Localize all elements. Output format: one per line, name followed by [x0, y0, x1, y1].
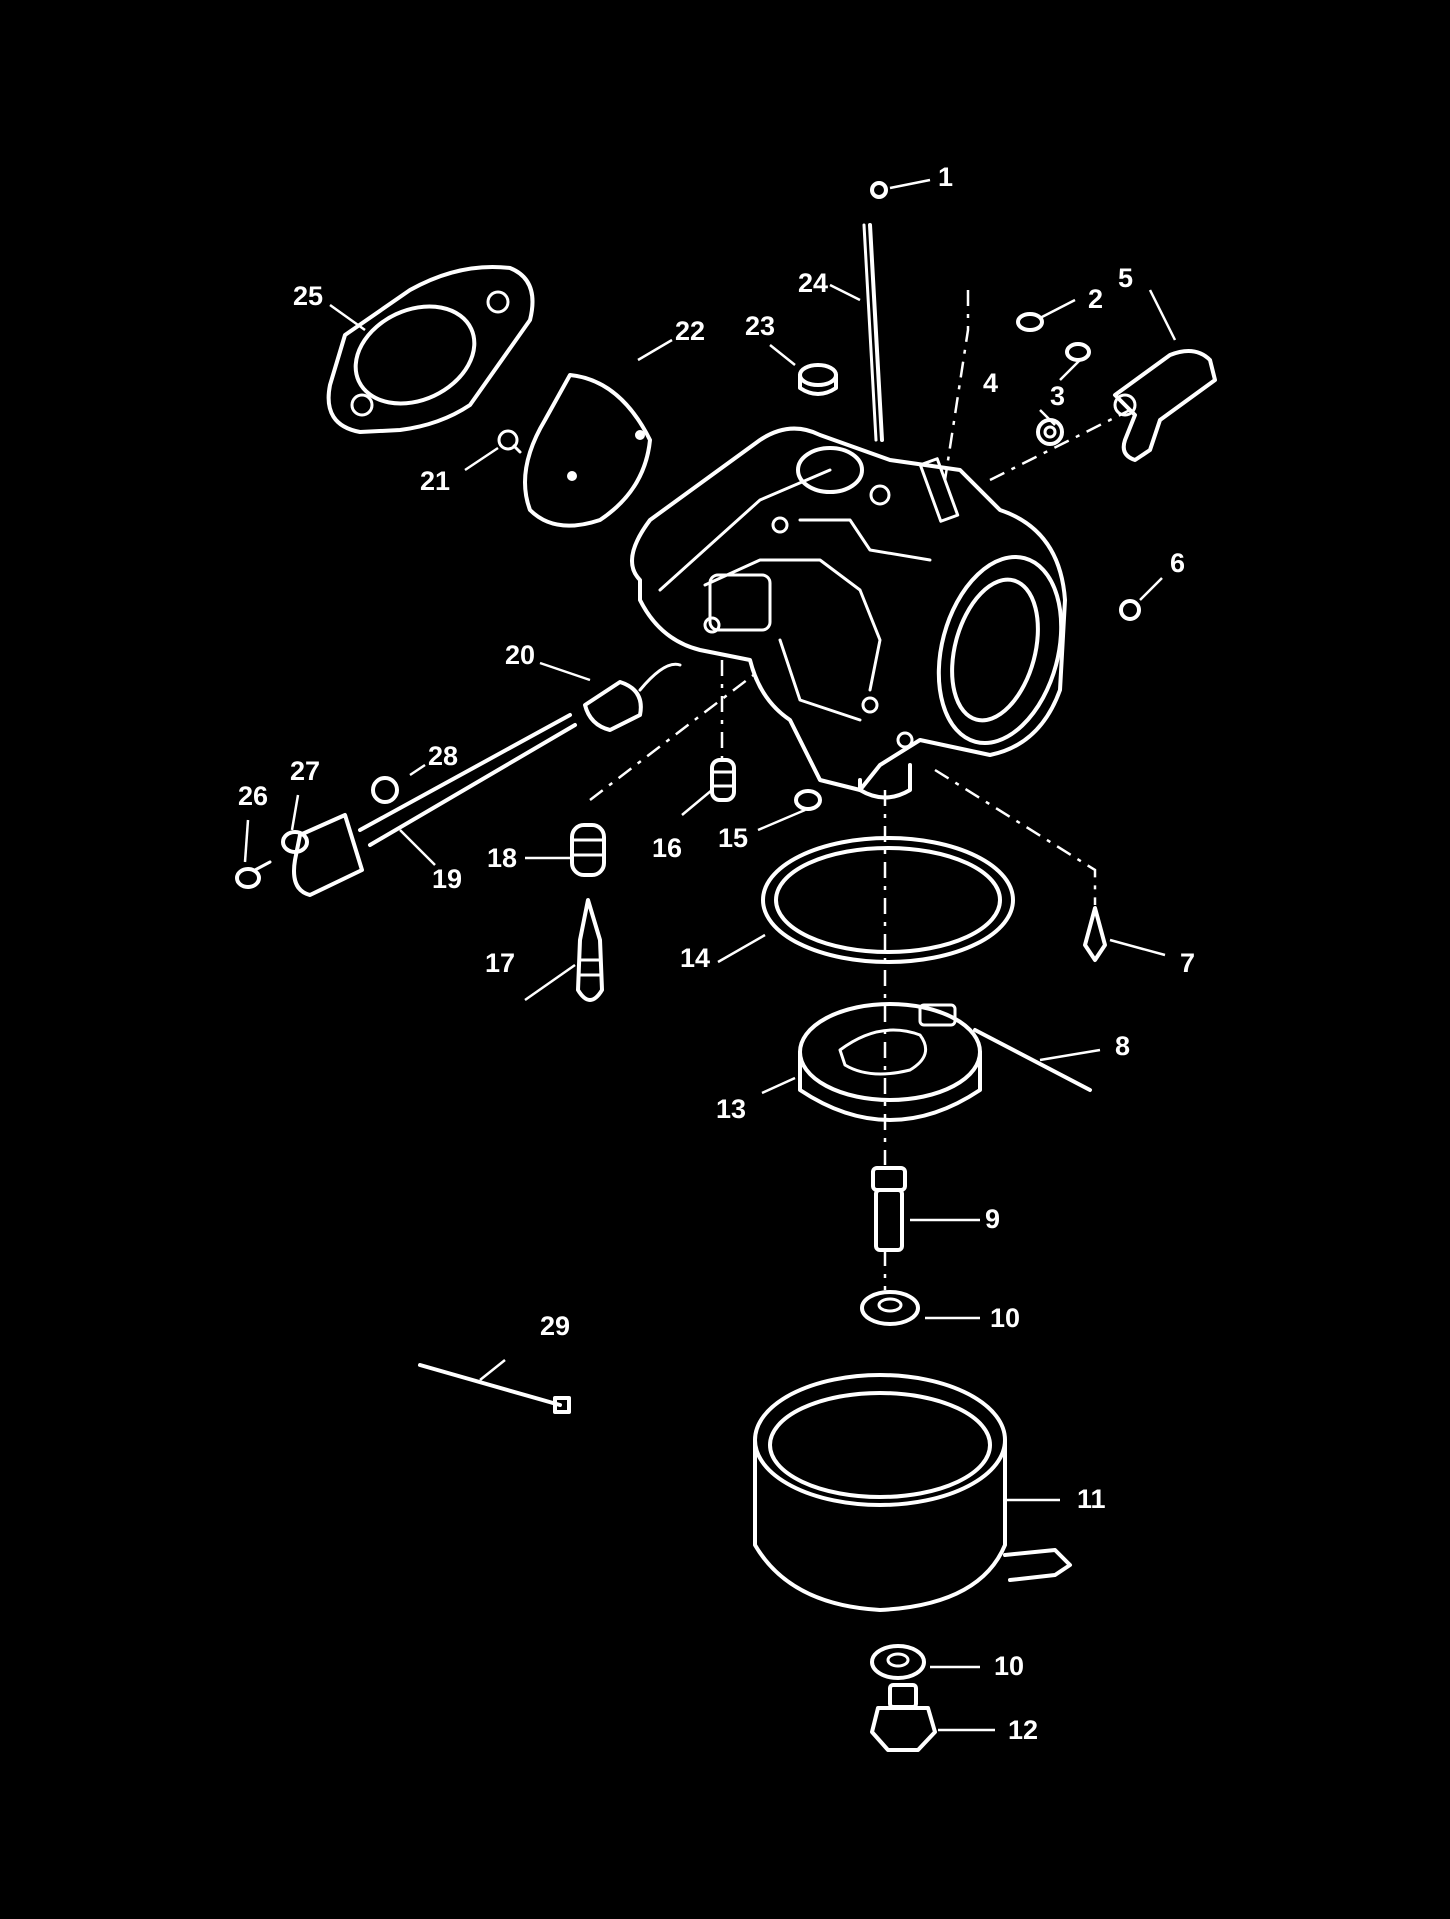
callout-1: 1: [938, 162, 953, 192]
callout-11: 11: [1077, 1484, 1106, 1514]
callout-12: 12: [1008, 1715, 1038, 1745]
callout-19: 19: [432, 864, 462, 894]
callout-6: 6: [1170, 548, 1185, 578]
part-oring-14: [761, 836, 1015, 964]
part-spring-20: [583, 662, 682, 732]
callout-22: 22: [675, 316, 705, 346]
part-shaft-19: [292, 713, 577, 897]
part-jet-9: [871, 1166, 907, 1252]
leader-lines: [243, 178, 1177, 1732]
part-spring-16: [710, 758, 736, 802]
callout-14: 14: [680, 943, 710, 973]
part-plug-23: [798, 363, 838, 396]
part-screw-12: [870, 1683, 937, 1752]
part-plate: [523, 373, 652, 528]
callout-16: 16: [652, 833, 682, 863]
callout-17: 17: [485, 948, 515, 978]
part-screw-2: [1016, 312, 1044, 332]
callout-23: 23: [745, 311, 775, 341]
callout-21: 21: [420, 466, 450, 496]
alignment-lines: [589, 290, 1131, 1290]
part-screw-26: [235, 860, 272, 889]
part-bushing-28: [371, 776, 399, 804]
part-needle-7: [1083, 906, 1107, 962]
part-gasket: [326, 264, 535, 434]
callout-18: 18: [487, 843, 517, 873]
callout-10a: 10: [990, 1303, 1020, 1333]
callout-24: 24: [798, 268, 828, 298]
part-screw-3: [1065, 342, 1091, 362]
callout-13: 13: [716, 1094, 746, 1124]
callout-10b: 10: [994, 1651, 1024, 1681]
callout-3: 3: [1050, 381, 1065, 411]
part-washer-10b: [870, 1644, 926, 1680]
part-cap-1: [870, 181, 888, 199]
part-tie-29: [418, 1363, 571, 1414]
part-plug-6: [1119, 599, 1141, 621]
part-pin-8: [973, 1028, 1092, 1092]
callout-15: 15: [718, 823, 748, 853]
callout-27: 27: [290, 756, 320, 786]
part-carburetor-body: [630, 426, 1067, 800]
callout-20: 20: [505, 640, 535, 670]
part-bowl-11: [753, 1373, 1072, 1612]
callout-9: 9: [985, 1204, 1000, 1234]
callout-26: 26: [238, 781, 268, 811]
part-bushing-27: [281, 830, 309, 854]
part-fitting-5: [1113, 349, 1217, 462]
part-washer-10a: [860, 1290, 920, 1326]
part-screw-21: [497, 429, 522, 454]
callout-28: 28: [428, 741, 458, 771]
part-float-13: [798, 1002, 982, 1122]
part-spring-18: [570, 823, 606, 877]
callout-4: 4: [983, 368, 998, 398]
part-washer-4: [1036, 418, 1064, 446]
callout-labels: 1 2 3 4 5 6 7 8 9 10 10 11 12 13 14 15 1…: [238, 162, 1195, 1745]
part-needle-17: [576, 898, 604, 1002]
part-screw-15: [794, 789, 822, 811]
callout-29: 29: [540, 1311, 570, 1341]
callout-2: 2: [1088, 284, 1103, 314]
callout-25: 25: [293, 281, 323, 311]
part-rod-24: [862, 223, 884, 442]
callout-7: 7: [1180, 948, 1195, 978]
callout-8: 8: [1115, 1031, 1130, 1061]
callout-5: 5: [1118, 263, 1133, 293]
